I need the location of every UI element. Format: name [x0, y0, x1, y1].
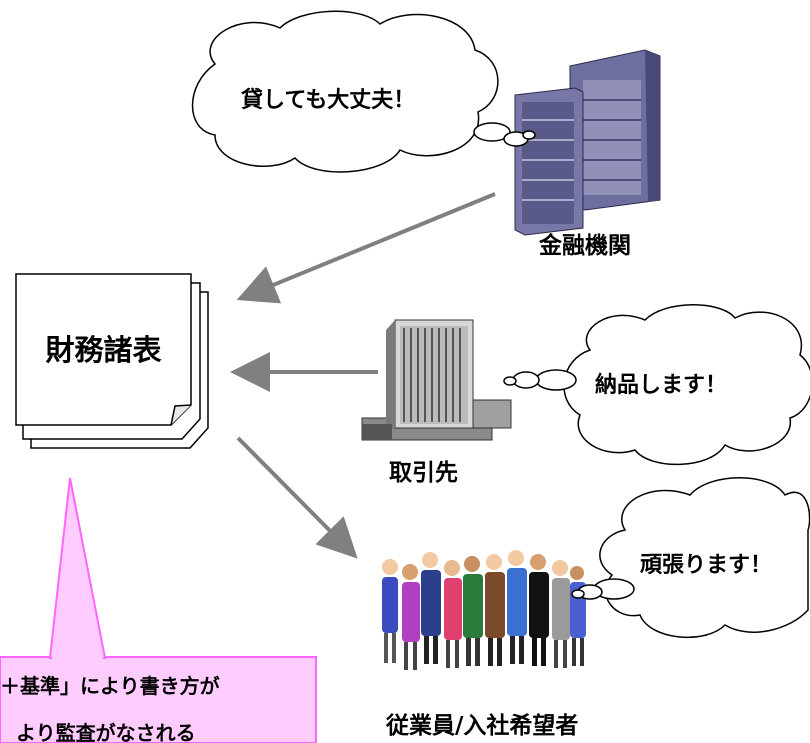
employees-group-icon: [382, 550, 586, 670]
supplier-thought-cloud: [503, 304, 810, 466]
audit-note-line-1: ＋基準」により書き方が: [0, 674, 220, 698]
financial-statements-title: 財務諸表: [45, 332, 162, 367]
bank-label: 金融機関: [539, 233, 631, 259]
financial-statements-stack-icon: [15, 273, 209, 449]
audit-note-text: ＋基準」により書き方が より監査がなされる: [0, 657, 316, 743]
bank-thought-cloud: [191, 10, 536, 173]
bank-building-icon: [514, 49, 661, 236]
employees-label: 従業員/入社希望者: [386, 713, 579, 739]
audit-note-callout: [0, 477, 317, 743]
employees-thought-cloud: [571, 477, 810, 638]
supplier-building-icon: [361, 319, 512, 441]
audit-note-line-2: より監査がなされる: [16, 721, 196, 743]
supplier-speech-text: 納品します！: [595, 373, 728, 398]
bank-speech-text: 貸しても大丈夫！: [241, 88, 416, 113]
arrow-statements-to-employees: [236, 436, 358, 559]
supplier-label: 取引先: [389, 460, 458, 486]
employees-speech-text: 頑張ります！: [640, 553, 773, 578]
arrow-bank-to-statements: [236, 192, 496, 304]
